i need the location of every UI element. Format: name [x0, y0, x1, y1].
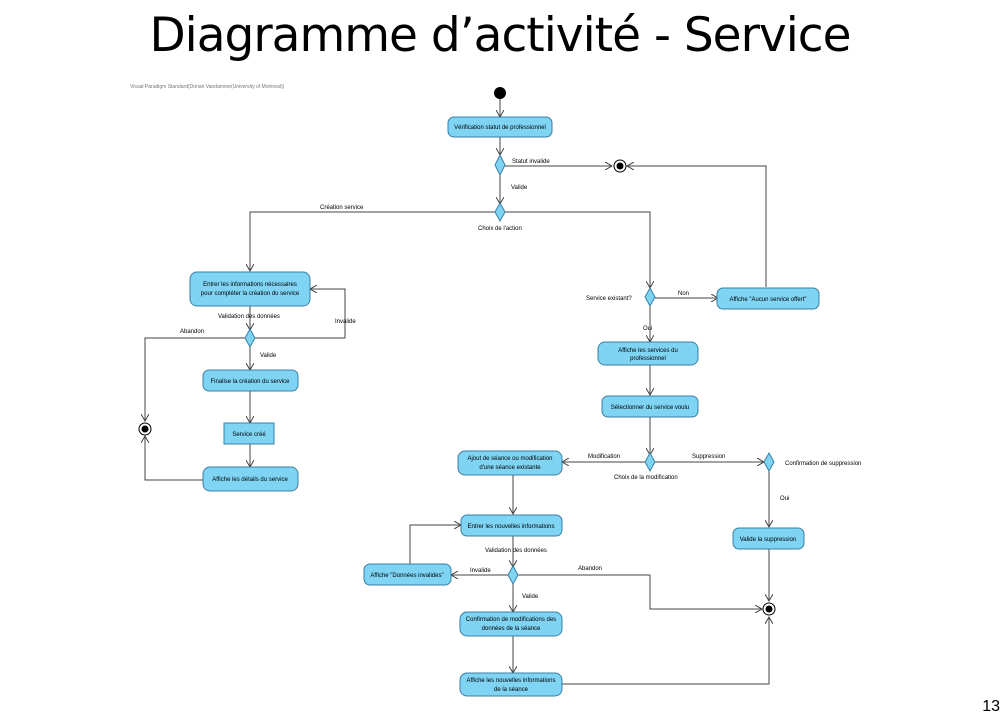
svg-text:Service créé: Service créé [232, 432, 266, 438]
label-invalide-2: Invalide [470, 568, 491, 574]
final-node-statut [613, 159, 627, 173]
label-abandon: Abandon [180, 329, 204, 335]
label-non: Non [678, 291, 689, 297]
label-valide: Valide [511, 185, 528, 191]
label-invalide: Invalide [335, 319, 356, 325]
svg-text:Ajout de séance ou modificatio: Ajout de séance ou modification [467, 456, 552, 462]
final-node-creation [138, 422, 152, 436]
label-suppression: Suppression [692, 454, 725, 460]
action-valide-suppression: Valide la suppression [732, 527, 805, 550]
svg-text:Affiche les nouvelles informat: Affiche les nouvelles informations [467, 678, 556, 684]
label-valide-creation: Valide [260, 353, 277, 359]
label-choix-action: Choix de l'action [478, 226, 522, 232]
action-donnees-invalides: Affiche "Données invalides" [363, 563, 452, 586]
label-service-existant: Service existant? [586, 296, 632, 302]
action-affiche-nouvelles-informations: Affiche les nouvelles informations de la… [459, 672, 563, 697]
action-affiche-details: Affiche les détails du service [202, 466, 299, 492]
decision-validation-modification [507, 564, 519, 586]
svg-text:de la séance: de la séance [494, 687, 529, 693]
svg-text:Entrer les informations nécess: Entrer les informations nécessaires [203, 282, 297, 288]
action-service-cree: Service créé [223, 422, 275, 445]
final-node-modification [762, 602, 776, 616]
svg-text:Affiche "Aucun service offert": Affiche "Aucun service offert" [729, 297, 806, 303]
svg-text:Vérification statut de profess: Vérification statut de professionnel [454, 125, 546, 131]
svg-text:Affiche "Données invalides": Affiche "Données invalides" [370, 573, 443, 579]
watermark: Visual Paradigm Standard(Dorian Vandamme… [130, 84, 285, 90]
svg-text:Confirmation de modifications: Confirmation de modifications des [466, 617, 556, 623]
initial-node [494, 87, 506, 99]
svg-text:données de la séance: données de la séance [482, 626, 541, 632]
svg-text:professionnel: professionnel [630, 356, 666, 362]
label-validation-donnees: Validation des données [218, 314, 280, 320]
label-abandon-2: Abandon [578, 566, 602, 572]
svg-text:Affiche les services du: Affiche les services du [618, 348, 678, 354]
action-affiche-services: Affiche les services du professionnel [597, 341, 699, 366]
action-confirmation-modifications: Confirmation de modifications des donnée… [459, 611, 563, 637]
action-verification-statut: Vérification statut de professionnel [447, 116, 553, 138]
action-finalise-creation: Finalise la création du service [202, 369, 299, 392]
edges [145, 99, 769, 685]
label-oui-suppression: Oui [780, 496, 789, 502]
svg-text:Entrer les nouvelles informati: Entrer les nouvelles informations [467, 524, 554, 530]
label-choix-modification: Choix de la modification [614, 475, 678, 481]
label-valide-modification: Valide [522, 594, 539, 600]
label-statut-invalide: Statut invalide [512, 159, 550, 165]
decision-validation-creation [244, 327, 256, 349]
decision-statut [494, 153, 506, 177]
label-modification: Modification [588, 454, 620, 460]
action-entrer-nouvelles-informations: Entrer les nouvelles informations [460, 514, 563, 537]
action-ajout-seance: Ajout de séance ou modification d'une sé… [457, 450, 563, 476]
svg-text:Affiche les détails du service: Affiche les détails du service [212, 477, 288, 483]
label-oui: Oui [643, 326, 652, 332]
page-title: Diagramme d’activité - Service [149, 8, 851, 63]
svg-text:Valide la suppression: Valide la suppression [740, 537, 797, 543]
action-aucun-service: Affiche "Aucun service offert" [716, 287, 820, 310]
page-number: 13 [982, 698, 1000, 715]
action-entrer-informations: Entrer les informations nécessaires pour… [189, 271, 311, 307]
svg-text:Finalise la création du servic: Finalise la création du service [210, 379, 290, 385]
decision-service-existant [644, 286, 656, 308]
label-confirmation-suppression: Confirmation de suppression [785, 461, 861, 467]
edge-labels: Statut invalide Valide Création service … [180, 159, 861, 600]
decision-confirmation-suppression [763, 451, 775, 473]
decision-choix-action [494, 201, 506, 223]
action-selectionner-service: Sélectionner du service voulu [601, 395, 699, 418]
svg-text:pour compléter la création du: pour compléter la création du service [201, 291, 300, 297]
label-validation-donnees-2: Validation des données [485, 548, 547, 554]
decision-choix-modification [644, 451, 656, 473]
svg-text:d'une séance existante: d'une séance existante [479, 465, 541, 471]
label-creation-service: Création service [320, 205, 364, 211]
svg-text:Sélectionner du service voulu: Sélectionner du service voulu [611, 405, 689, 411]
